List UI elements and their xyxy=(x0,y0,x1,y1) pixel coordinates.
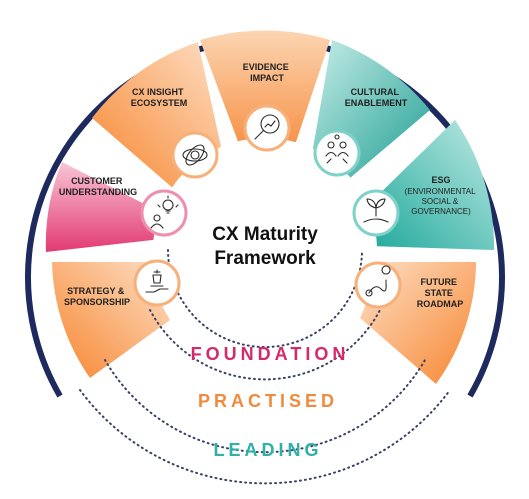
level-arc-inner xyxy=(167,249,363,348)
icon-badge-insight xyxy=(171,131,219,179)
segment-label-strategy: STRATEGY & SPONSORSHIP xyxy=(64,286,130,307)
plant-hand-icon xyxy=(363,198,389,223)
center-title-line2: Framework xyxy=(214,248,316,269)
segment-sub-esg: (ENVIRONMENTAL SOCIAL & GOVERNANCE) xyxy=(405,187,478,216)
segment-label-esg: ESG xyxy=(431,175,450,185)
segment-label-customer: CUSTOMER UNDERSTANDING xyxy=(59,176,137,197)
level-label-leading: LEADING xyxy=(214,440,323,460)
route-icon xyxy=(365,265,391,297)
orbit-icon xyxy=(182,144,208,166)
level-arc-practised xyxy=(104,359,426,454)
people-hands-icon xyxy=(325,134,349,164)
level-arc-foundation xyxy=(149,309,381,381)
segment-customer-fill xyxy=(45,162,170,252)
magnifier-chart-icon xyxy=(254,114,280,140)
icon-badge-roadmap xyxy=(354,261,402,309)
segment-label-cultural: CULTURAL ENABLEMENT xyxy=(345,87,408,108)
icon-badge-evidence xyxy=(243,104,291,152)
segment-label-insight: CX INSIGHT ECOSYSTEM xyxy=(131,87,188,108)
segment-label-evidence: EVIDENCE IMPACT xyxy=(243,62,292,83)
segment-evidence-fill xyxy=(200,30,330,160)
level-label-foundation: FOUNDATION xyxy=(191,344,350,364)
icon-badge-cultural xyxy=(313,129,361,177)
icon-badge-customer xyxy=(140,189,188,237)
idea-person-icon xyxy=(150,195,179,229)
level-arc-leading xyxy=(79,389,451,485)
segment-label-roadmap: FUTURE STATE ROADMAP xyxy=(417,277,464,309)
center-title-line1: CX Maturity xyxy=(212,224,318,245)
inner-disc xyxy=(153,138,377,362)
chess-hand-icon xyxy=(145,269,169,293)
segment-esg-fill xyxy=(368,120,495,250)
level-label-practised: PRACTISED xyxy=(198,391,338,411)
